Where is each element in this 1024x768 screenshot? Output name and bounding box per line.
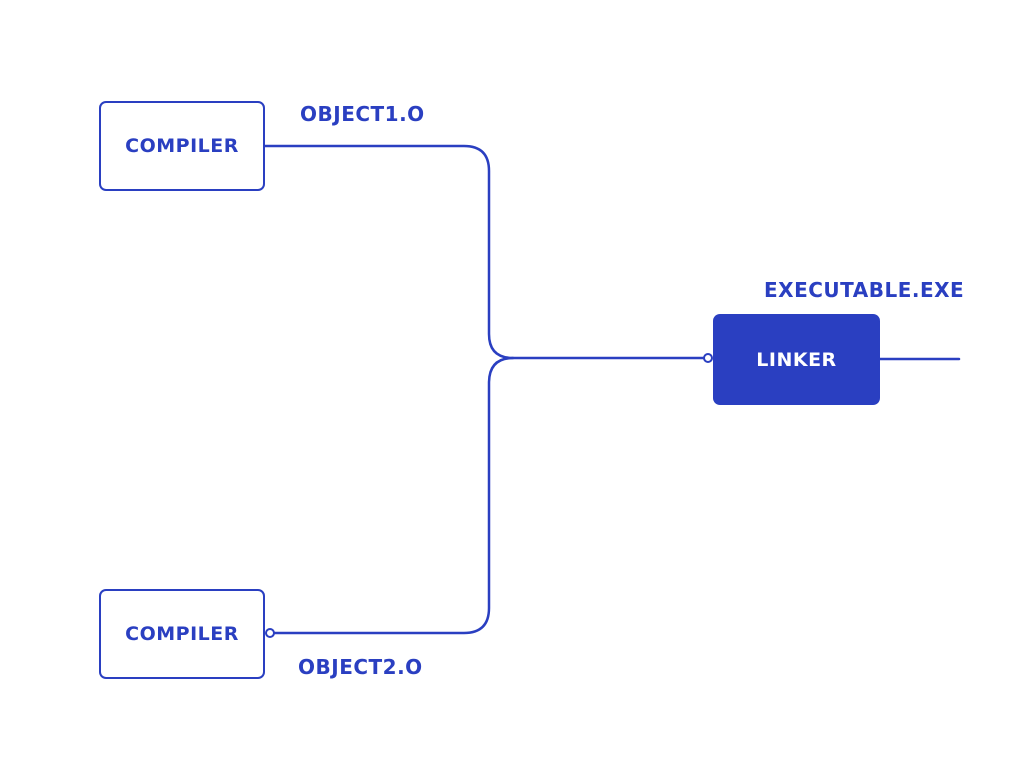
compiler-node-2[interactable]: COMPILER [99,589,265,679]
object2-edge-label: OBJECT2.O [298,655,423,679]
compiler-node-1[interactable]: COMPILER [99,101,265,191]
compiler2-output-port [265,628,275,638]
linker-node-label: LINKER [756,348,837,371]
executable-edge-label: EXECUTABLE.EXE [764,278,965,302]
object1-edge-label: OBJECT1.O [300,102,425,126]
edge-compiler1-to-linker [263,144,706,360]
linker-node[interactable]: LINKER [713,314,880,405]
compiler-node-1-label: COMPILER [125,135,239,157]
compiler-node-2-label: COMPILER [125,623,239,645]
linker-input-port [703,353,713,363]
edge-compiler2-to-linker [273,356,515,635]
